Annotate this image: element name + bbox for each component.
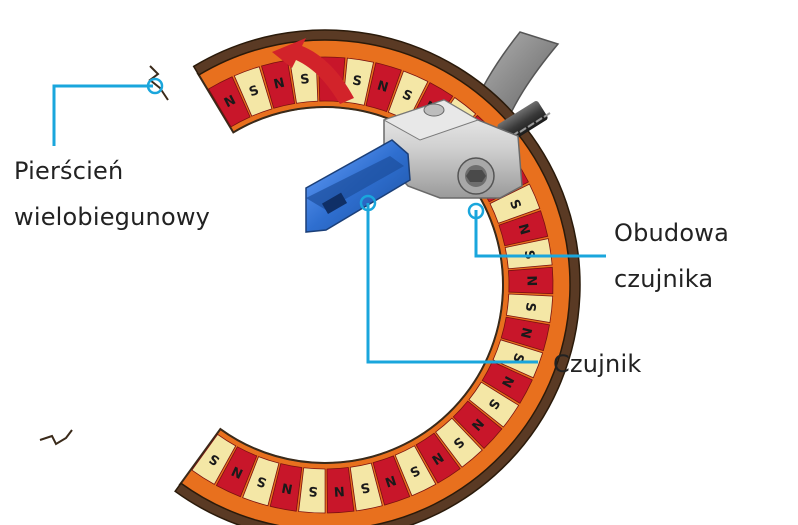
north-pole-letter: N — [515, 222, 532, 237]
north-pole-segment — [208, 76, 251, 128]
ring-callout-line — [52, 84, 153, 146]
south-pole-letter: S — [255, 473, 269, 490]
sensor-label: Czujnik — [553, 341, 641, 387]
housing-callout-dot — [467, 202, 485, 220]
north-pole-letter: N — [517, 326, 534, 340]
south-pole-segment — [468, 381, 520, 428]
callout-lines — [52, 77, 606, 364]
north-pole-letter: N — [280, 479, 293, 496]
south-pole-segment — [233, 66, 273, 117]
south-pole-letter: S — [308, 483, 318, 499]
south-pole-segment — [298, 467, 326, 514]
south-pole-letter: S — [300, 72, 311, 88]
ring-break-bottom — [39, 429, 73, 446]
sensor-head — [305, 139, 411, 233]
south-pole-segment — [394, 445, 437, 497]
north-pole-letter: N — [383, 472, 398, 490]
multipole-ring: NSNSNSNSNSNSNSNSNSNSNSNSNSNSNSNSNS — [39, 29, 581, 525]
north-pole-segment — [372, 455, 411, 506]
housing-label-line2: czujnika — [614, 265, 714, 293]
ring-inner-edge — [219, 106, 504, 464]
south-pole-segment — [435, 417, 483, 468]
ring-label-line1: Pierścień — [14, 157, 124, 185]
south-pole-segment — [492, 339, 544, 379]
north-pole-segment — [498, 210, 549, 247]
ring-label-line2: wielobiegunowy — [14, 203, 211, 231]
sensor-callout-line — [366, 203, 538, 364]
south-pole-segment — [242, 456, 280, 507]
housing-top-screw-icon — [423, 103, 445, 117]
ring-pole-segments: NSNSNSNSNSNSNSNSNSNSNSNSNSNSNSNSNS — [191, 56, 554, 514]
sensor-housing — [382, 99, 523, 199]
north-pole-segment — [500, 316, 550, 352]
ring-break-top — [148, 65, 169, 101]
north-pole-letter: N — [333, 483, 345, 499]
north-pole-letter: N — [375, 78, 390, 95]
north-pole-segment — [415, 432, 461, 484]
ring-callout-dot — [146, 77, 164, 95]
ring-label: Pierścień wielobiegunowy — [14, 148, 210, 240]
sensor-label-line1: Czujnik — [553, 350, 642, 378]
north-pole-segment — [261, 59, 296, 109]
south-pole-segment — [349, 462, 383, 512]
south-pole-segment — [504, 238, 553, 270]
north-pole-segment — [365, 62, 402, 113]
south-pole-segment — [489, 183, 541, 224]
south-pole-letter: S — [351, 73, 363, 89]
north-pole-segment — [269, 463, 303, 512]
north-pole-letter: N — [272, 76, 286, 93]
housing-callout-line — [474, 210, 606, 258]
north-pole-segment — [452, 400, 503, 449]
south-pole-segment — [191, 433, 237, 485]
north-pole-letter: N — [523, 275, 538, 286]
housing-label-line1: Obudowa — [614, 219, 729, 247]
north-pole-segment — [508, 266, 554, 295]
north-pole-segment — [326, 467, 355, 514]
north-pole-segment — [215, 446, 258, 498]
housing-label: Obudowa czujnika — [614, 210, 729, 302]
south-pole-segment — [506, 293, 554, 323]
sensor-callout-dot — [359, 194, 377, 212]
south-pole-letter: S — [522, 302, 538, 313]
south-pole-letter: S — [359, 479, 371, 496]
rotation-arrow-icon — [272, 38, 354, 104]
